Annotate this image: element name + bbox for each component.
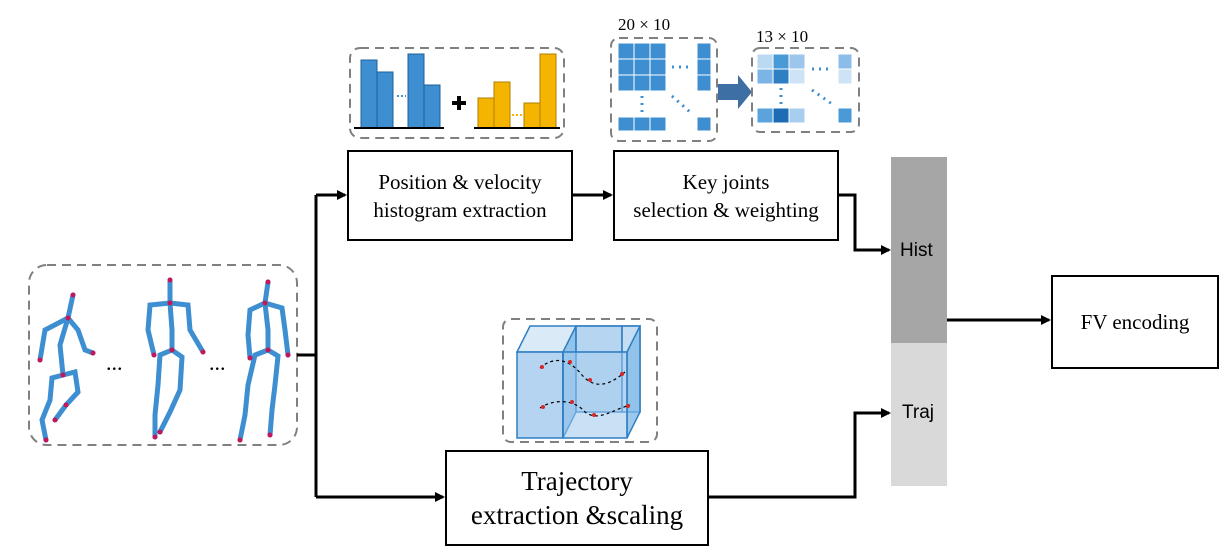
right-matrix-icon [756, 53, 853, 124]
trajectory-cube-icon [515, 325, 642, 439]
trajectory-curves [539, 359, 631, 417]
skeleton-figure-1 [37, 292, 96, 443]
connector-lines [297, 195, 318, 497]
matrix-transform-arrow-icon [718, 75, 752, 109]
skeleton-joints-2 [151, 277, 206, 440]
plus-icon [452, 96, 466, 110]
traj-label: Traj [902, 402, 935, 423]
connector-arrows [316, 190, 1051, 502]
left-matrix-dimension: 20 × 10 [618, 15, 670, 34]
traj-feature-block [891, 343, 947, 486]
right-matrix-dots [779, 67, 833, 106]
left-matrix-icon [617, 42, 712, 132]
pos-vel-line1: Position & velocity [378, 169, 542, 194]
trajectory-points [540, 360, 630, 417]
right-matrix-dimension: 13 × 10 [756, 27, 808, 46]
position-histogram-icon [354, 53, 444, 129]
velocity-histogram-icon [474, 53, 560, 129]
histogram-icon-panel [349, 47, 565, 139]
trajectory-line2: extraction &scaling [470, 500, 684, 530]
key-joints-line1: Key joints [682, 169, 770, 194]
skeleton-ellipsis-1: ... [106, 350, 123, 375]
pos-vel-line2: histogram extraction [373, 197, 547, 222]
skeleton-joints-3 [237, 279, 291, 443]
trajectory-line1: Trajectory [521, 466, 633, 496]
fv-encoding-box: FV encoding [1051, 275, 1219, 369]
skeleton-figure-2 [145, 277, 206, 440]
right-matrix-panel [751, 47, 860, 133]
position-velocity-histogram-box: Position & velocity histogram extraction [347, 150, 573, 241]
trajectory-icon-panel [502, 318, 658, 443]
skeleton-joints-1 [37, 292, 96, 443]
key-joints-line2: selection & weighting [633, 197, 819, 222]
trajectory-extraction-box: Trajectory extraction &scaling [445, 450, 709, 546]
fv-encoding-label: FV encoding [1080, 309, 1190, 334]
skeleton-figure-3 [237, 279, 291, 443]
skeleton-ellipsis-2: ... [209, 350, 226, 375]
left-matrix-panel [610, 37, 718, 142]
left-matrix-dots [640, 65, 692, 114]
hist-feature-block [891, 157, 947, 343]
hist-label: Hist [900, 240, 933, 261]
key-joints-selection-box: Key joints selection & weighting [613, 150, 839, 241]
